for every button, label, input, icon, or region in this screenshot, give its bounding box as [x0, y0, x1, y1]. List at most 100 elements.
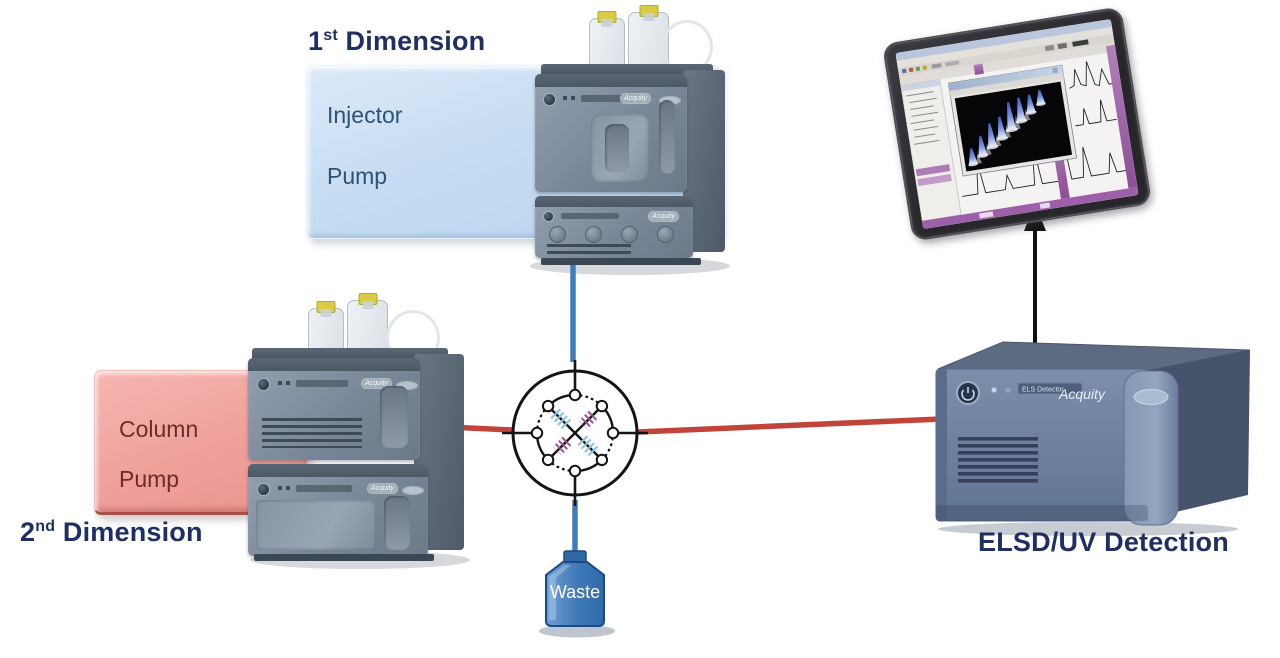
second-dimension-ordinal: nd	[35, 518, 56, 535]
vent-grille	[958, 437, 1038, 483]
status-led	[571, 96, 575, 100]
detector-left-edge	[936, 369, 947, 521]
pump-label-second: Pump	[119, 466, 180, 492]
detection-title: ELSD/UV Detection	[978, 527, 1229, 557]
toolbar-second	[899, 42, 1116, 86]
power-button-icon	[543, 93, 556, 106]
detector-display-strip	[1017, 382, 1083, 395]
sample-manager-module: Acquity	[248, 464, 428, 556]
waste-shadow	[539, 624, 615, 638]
bottle-neck	[362, 301, 373, 309]
detector-brand-label: Acquity	[1058, 386, 1106, 402]
detector-to-software-arrow	[1024, 203, 1046, 352]
bottle-neck	[320, 309, 332, 317]
pump-label-first: Pump	[327, 163, 388, 189]
detector-shadow	[938, 522, 1238, 536]
second-dimension-word: Dimension	[55, 517, 203, 547]
power-button-icon	[543, 211, 554, 222]
binary-pump-module: Acquity	[248, 358, 420, 460]
door-handle	[605, 124, 629, 172]
flow-line-valve-to-detector	[637, 416, 942, 435]
status-bar-purple	[922, 186, 1139, 229]
chromatogram-traces	[962, 61, 1133, 197]
power-button-icon	[257, 378, 270, 391]
first-dimension-number: 1	[308, 26, 324, 56]
acquity-badge: Acquity	[367, 483, 398, 494]
software-monitor	[881, 6, 1153, 242]
instrument-second-dimension: Acquity Acquity	[246, 293, 464, 562]
door-handle	[384, 496, 410, 550]
bottle-neck	[601, 19, 613, 27]
pump-knob	[585, 226, 602, 243]
menu-bar	[896, 26, 1114, 68]
status-led	[286, 486, 290, 490]
plot-window	[947, 64, 1078, 177]
status-bar-segment	[1039, 202, 1051, 209]
instrument-base	[254, 554, 434, 561]
waste-highlight	[549, 565, 571, 620]
waste-label: Waste	[550, 582, 600, 602]
acquity-badge: Acquity	[620, 93, 651, 104]
window-button-icon	[1052, 67, 1058, 74]
bottle-tray	[252, 348, 448, 361]
pump-module: Acquity	[535, 196, 693, 258]
module-name-strip	[296, 380, 348, 387]
module-name-strip	[581, 95, 631, 102]
trap-column-coils	[550, 408, 600, 458]
status-led	[1005, 387, 1011, 393]
status-led	[286, 381, 290, 385]
instrument-first-dimension: Acquity Acquity	[533, 5, 725, 265]
module-top-band	[535, 196, 693, 207]
waters-oval-badge	[1133, 389, 1169, 405]
front-door	[256, 500, 376, 550]
detector-display-text: ELS Detector	[1022, 387, 1064, 394]
module-top-band	[248, 464, 428, 477]
vent-grille	[547, 244, 631, 256]
side-recess	[659, 100, 675, 174]
waters-oval-badge	[396, 381, 418, 390]
waste-body	[545, 561, 605, 627]
module-top-band	[248, 358, 420, 371]
first-dimension-word: Dimension	[337, 26, 486, 56]
valve-ports	[530, 388, 620, 478]
elsd-uv-detector: ELS Detector Acquity	[935, 341, 1251, 536]
waters-oval-badge	[402, 486, 424, 495]
plot-window-title-bar	[948, 65, 1064, 92]
app-title-bar	[895, 19, 1112, 62]
column-label: Column	[119, 416, 199, 442]
status-led	[563, 96, 567, 100]
acquity-badge: Acquity	[648, 211, 679, 222]
first-dimension-title: 1st Dimension	[308, 26, 485, 57]
tree-panel-header	[900, 79, 941, 92]
tree-panel-purple-block	[917, 173, 952, 187]
bottle-neck	[643, 13, 654, 21]
trap-column-coil-blue-lower	[577, 435, 600, 458]
switching-valve-diagram	[502, 360, 648, 506]
bottle-tray	[541, 64, 713, 77]
sample-door	[591, 114, 649, 182]
first-dimension-ordinal: st	[323, 27, 338, 44]
status-led	[991, 387, 997, 393]
pump-knob	[621, 226, 638, 243]
pump-knob	[657, 226, 674, 243]
second-dimension-number: 2	[20, 517, 36, 547]
module-top-band	[535, 74, 687, 87]
three-d-peaks	[968, 89, 1046, 167]
acquity-badge: Acquity	[361, 378, 392, 389]
status-bar-segment	[979, 211, 994, 219]
purple-strip	[1105, 44, 1138, 189]
side-recess	[380, 386, 408, 448]
second-dimension-title: 2nd Dimension	[20, 517, 203, 548]
status-led	[278, 381, 282, 385]
power-glyph-icon	[961, 387, 975, 401]
module-name-strip	[561, 213, 619, 219]
instrument-base	[541, 258, 701, 265]
detector-base-shade	[936, 505, 1148, 521]
tree-panel-purple-block	[915, 164, 951, 177]
toolbar-icons	[901, 39, 1089, 74]
software-screenshot	[895, 19, 1139, 229]
tree-items	[906, 91, 940, 145]
purple-tool-icon	[973, 63, 984, 75]
module-name-strip	[296, 485, 352, 492]
